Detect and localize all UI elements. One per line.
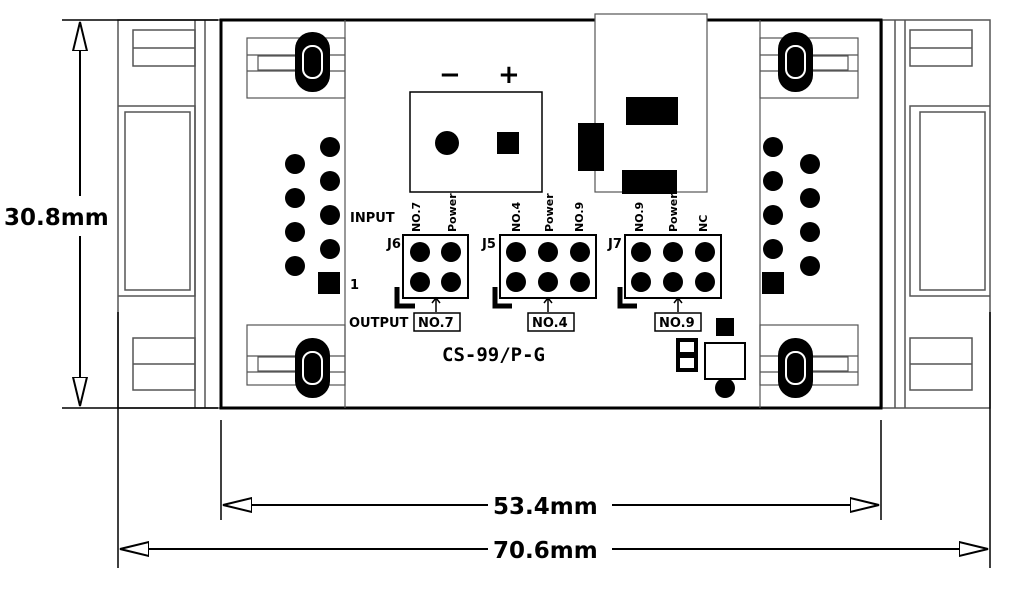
left-db9-pins [285,137,340,294]
j7-top-label-1: NO.9 [633,202,646,232]
terminal-minus-label: − [439,60,461,90]
j5-output-box: NO.4 [532,316,568,331]
j7-output-box: NO.9 [659,316,695,331]
left-db9-connector [117,19,223,409]
output-label: OUTPUT [349,316,409,331]
j7-id: J7 [607,237,622,252]
j6-output-box: NO.7 [418,316,454,331]
j6-top-label-1: NO.7 [410,202,423,232]
total-width-dimension [117,312,991,568]
j5-top-label-3: NO.9 [573,202,586,232]
j5-top-label-1: NO.4 [510,202,523,232]
regulator-area [578,13,708,194]
j7-top-label-3: NC [697,215,710,232]
j5-id: J5 [481,237,496,252]
j6-id: J6 [386,237,401,252]
height-dimension-label: 30.8mm [4,205,109,231]
jumper-j6: J6 NO.7 Power NO.7 [386,193,469,332]
model-label: CS-99/P-G [442,344,545,366]
terminal-plus-label: + [498,60,520,90]
led-components [676,318,746,398]
j6-top-label-2: Power [446,193,459,232]
j5-top-label-2: Power [543,193,556,232]
power-terminal: − + [409,60,543,193]
jumper-j7: J7 NO.9 Power NC NO.9 [607,193,722,332]
total-width-label: 70.6mm [493,538,598,564]
j7-top-label-2: Power [667,193,680,232]
right-db9-pins [762,137,820,294]
jumper-j5: J5 NO.4 Power NO.9 NO.4 [481,193,597,332]
screw-heads [295,32,813,398]
right-db9-connector [881,19,991,409]
pin-one-label: 1 [350,278,359,293]
height-dimension [62,19,218,409]
board-width-label: 53.4mm [493,494,598,520]
input-label: INPUT [350,211,395,226]
board-width-dimension [220,420,882,520]
